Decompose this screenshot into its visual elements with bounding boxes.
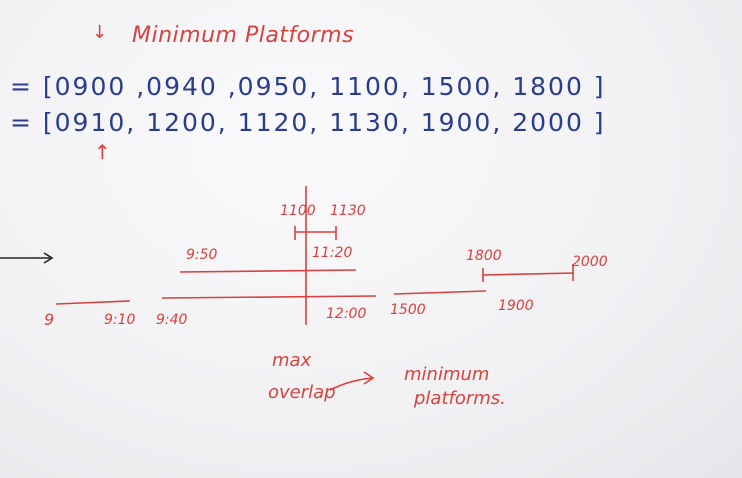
label-950: 9:50 <box>186 247 218 263</box>
arrow-down-icon: ↓ <box>92 22 109 43</box>
overlap-arrow-head <box>363 371 375 385</box>
label-1800: 1800 <box>466 248 502 264</box>
interval-940-1200 <box>161 295 377 299</box>
left-arrow-head <box>43 252 54 264</box>
interval-950-1120 <box>179 269 357 273</box>
label-1100: 1100 <box>280 203 316 219</box>
arrow-up-icon: ↑ <box>94 140 112 164</box>
departures-array: = [0910, 1200, 1120, 1130, 1900, 2000 ] <box>10 108 606 137</box>
interval-1500-1900 <box>393 290 487 295</box>
arrivals-array: = [0900 ,0940 ,0950, 1100, 1500, 1800 ] <box>10 72 606 101</box>
label-1200: 12:00 <box>326 306 367 322</box>
note-platforms: platforms. <box>414 388 506 409</box>
label-1500: 1500 <box>390 302 426 318</box>
label-940: 9:40 <box>156 312 188 328</box>
label-2000: 2000 <box>572 254 608 270</box>
note-minimum: minimum <box>404 364 490 385</box>
interval-900-910 <box>55 300 131 305</box>
note-max: max <box>272 350 312 371</box>
interval-1800-2000 <box>482 272 575 276</box>
label-9: 9 <box>44 310 55 329</box>
note-overlap: overlap <box>268 382 336 403</box>
overlap-arrow <box>329 377 373 391</box>
label-1130: 1130 <box>330 203 366 219</box>
label-1900: 1900 <box>498 298 534 314</box>
label-910: 9:10 <box>104 312 136 328</box>
heading-minimum-platforms: Minimum Platforms <box>132 23 355 48</box>
label-1120: 11:20 <box>312 245 353 261</box>
